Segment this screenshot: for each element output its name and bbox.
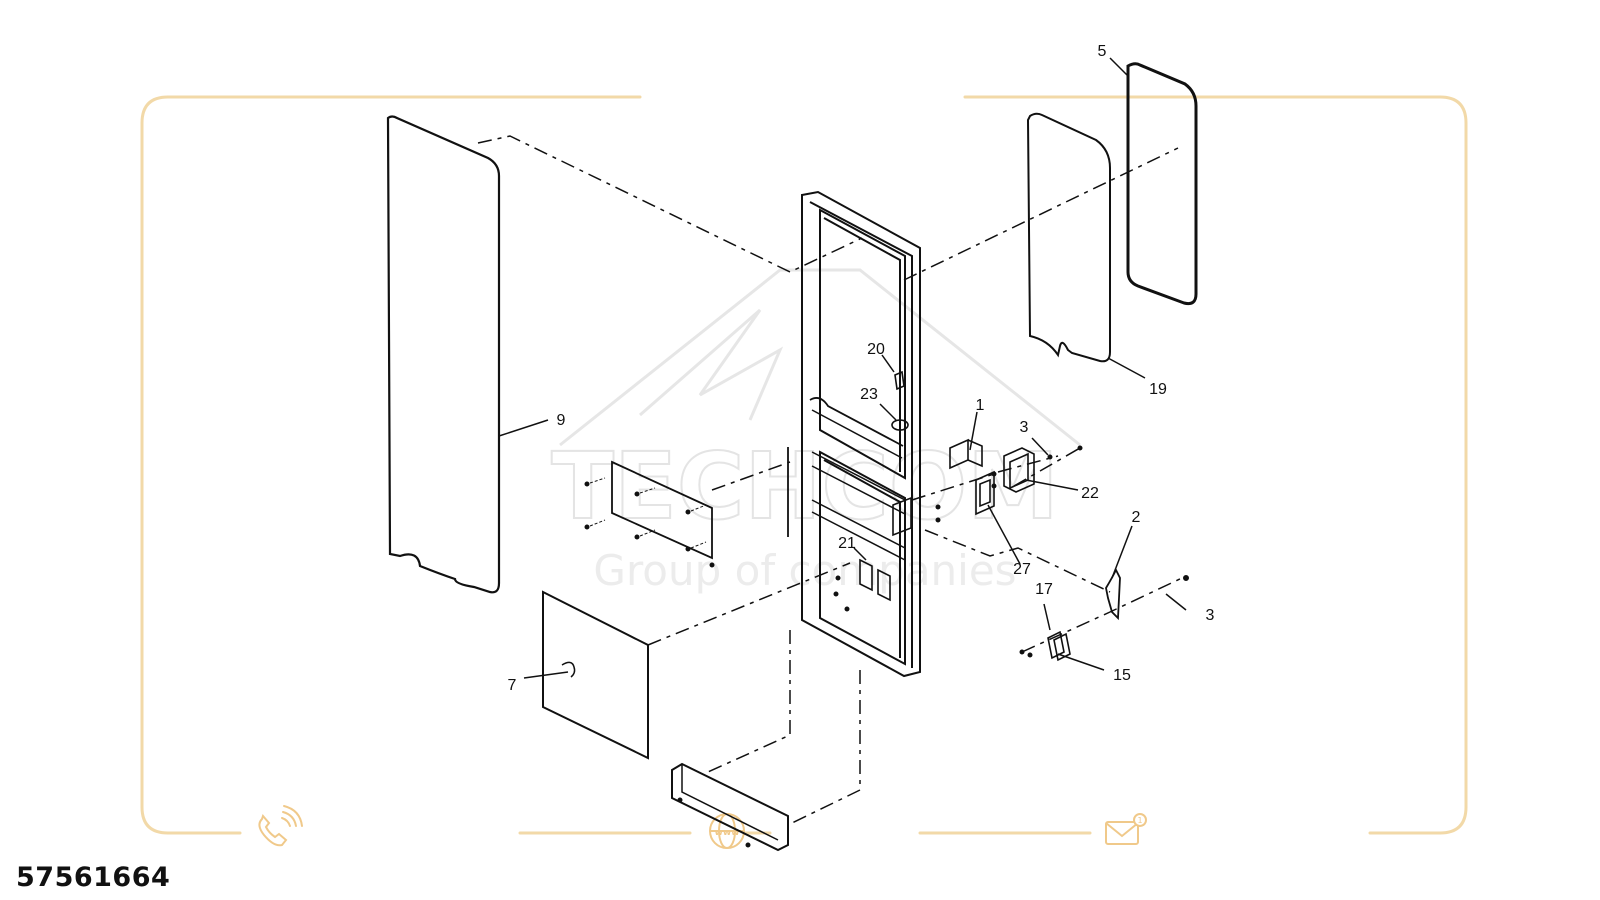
part-9-panel	[386, 115, 501, 594]
dashed-assembly-lines	[477, 135, 1183, 826]
callout-labels: 5 19 9 20 23 1 3 22 27 2 21 17 3 15 7	[508, 43, 1215, 694]
callout-3a: 3	[1020, 419, 1029, 436]
part-7-panel	[542, 590, 649, 760]
callout-15: 15	[1113, 667, 1131, 684]
mail-icon[interactable]: 1	[1105, 813, 1147, 845]
part-number: 57561664	[16, 862, 171, 893]
globe-www-label: www	[715, 828, 740, 838]
callout-leaders	[498, 57, 1187, 679]
callout-5: 5	[1098, 43, 1107, 60]
screws-right	[677, 445, 1189, 848]
callout-21: 21	[838, 535, 856, 552]
latch-block	[892, 496, 912, 537]
hardware-21	[859, 558, 891, 602]
callout-17: 17	[1035, 581, 1053, 598]
callout-3b: 3	[1206, 607, 1215, 624]
callout-9: 9	[557, 412, 566, 429]
callout-20: 20	[867, 341, 885, 358]
phone-icon[interactable]	[258, 805, 303, 847]
callout-1: 1	[976, 397, 985, 414]
watermark-tagline: Group of companies	[593, 546, 1016, 595]
bottom-rail	[671, 762, 789, 852]
callout-23: 23	[860, 386, 878, 403]
decorative-frame	[140, 95, 1468, 835]
callout-19: 19	[1149, 381, 1167, 398]
screws-left	[584, 477, 715, 568]
hardware-17-15	[1047, 630, 1071, 662]
watermark: TECHCOM Group of companies	[550, 268, 1081, 595]
callout-7: 7	[508, 677, 517, 694]
hardware-1	[949, 438, 983, 470]
callout-22: 22	[1081, 485, 1099, 502]
door-frame	[801, 190, 921, 678]
hardware-27	[975, 470, 995, 516]
part-5-glass	[1126, 62, 1198, 306]
mail-badge: 1	[1137, 816, 1142, 825]
part-19-glass	[1026, 112, 1111, 363]
callout-2: 2	[1132, 509, 1141, 526]
hardware-23-20	[891, 370, 909, 431]
callout-27: 27	[1013, 561, 1031, 578]
watermark-logo-inner	[639, 308, 784, 421]
